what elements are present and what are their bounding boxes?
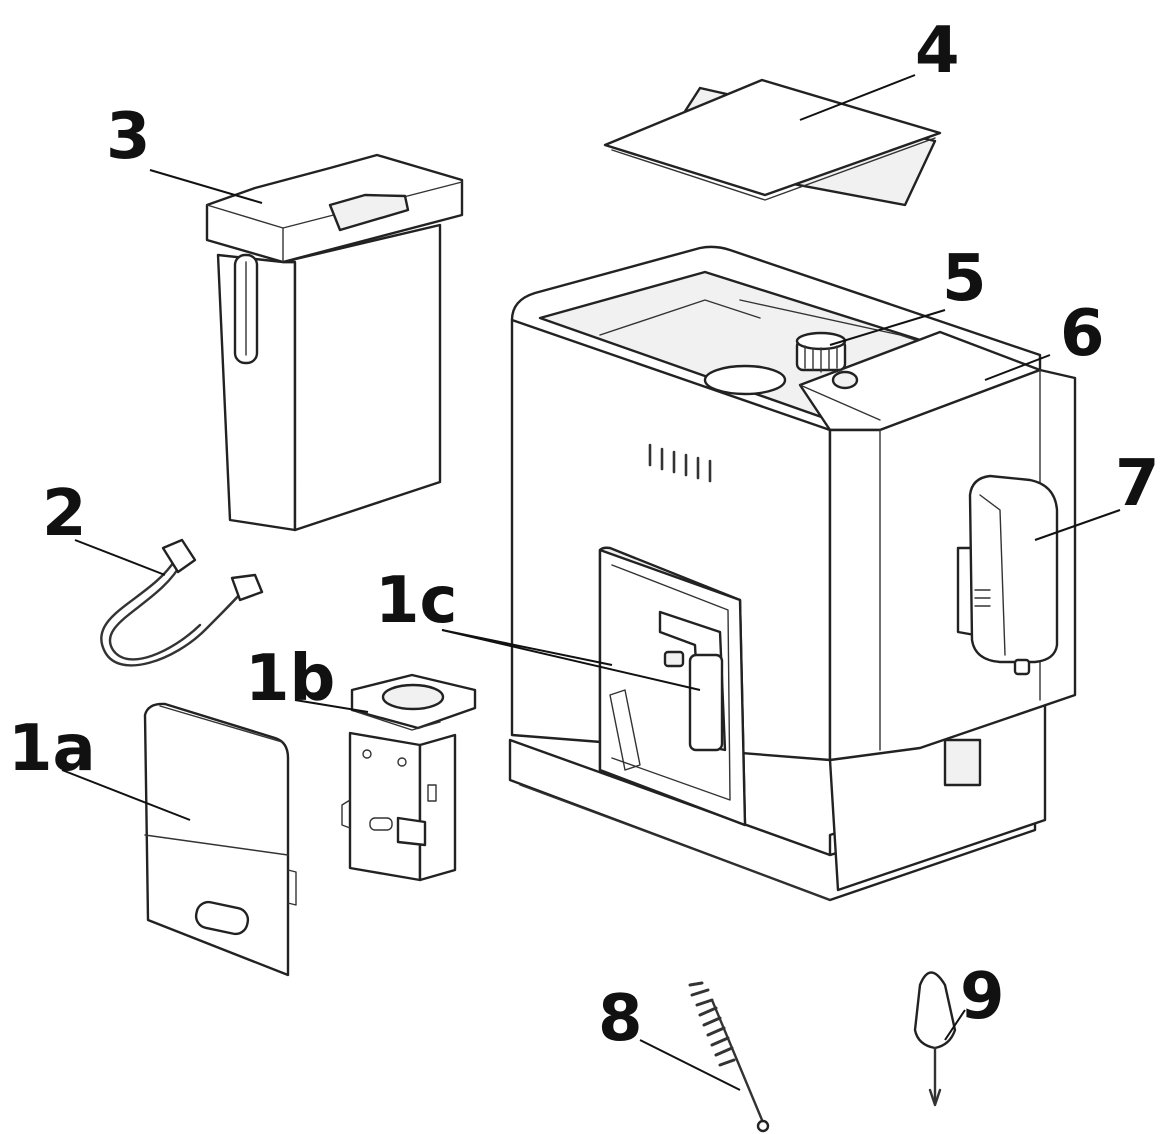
label-9: 9	[960, 960, 1005, 1034]
label-2: 2	[42, 477, 87, 551]
leader-2	[74, 539, 166, 576]
part-4-lid-plate	[603, 78, 942, 207]
label-8: 8	[598, 982, 643, 1056]
part-7-milk-frother	[956, 474, 1059, 676]
part-3-water-tank	[205, 153, 464, 532]
machine-body	[508, 245, 1077, 902]
part-labels: 3 4 5 6 7 2 1c 1b 1a 8 9	[8, 14, 1160, 1056]
label-1b: 1b	[245, 642, 335, 716]
part-9-adjustment-tool	[913, 971, 957, 1107]
leader-1b	[294, 699, 369, 713]
leader-7	[1034, 509, 1121, 541]
leader-6	[984, 354, 1051, 381]
label-1c: 1c	[375, 564, 457, 638]
leader-1a	[61, 769, 191, 821]
part-1b-brew-unit	[341, 673, 477, 882]
label-3: 3	[106, 100, 151, 174]
label-1a: 1a	[8, 712, 96, 786]
label-4: 4	[915, 14, 960, 88]
label-5: 5	[942, 242, 987, 316]
leader-lines	[61, 74, 1121, 1091]
part-8-cleaning-brush	[688, 981, 770, 1133]
leader-8	[639, 1039, 741, 1091]
part-1a-front-cover	[143, 702, 297, 977]
leader-9	[944, 1009, 966, 1041]
part-2-power-cord	[100, 538, 264, 667]
label-7: 7	[1115, 447, 1160, 521]
leader-3	[149, 169, 263, 204]
leader-5	[829, 309, 946, 346]
label-6: 6	[1060, 297, 1105, 371]
leader-4	[799, 74, 916, 121]
leader-1c	[441, 629, 701, 691]
